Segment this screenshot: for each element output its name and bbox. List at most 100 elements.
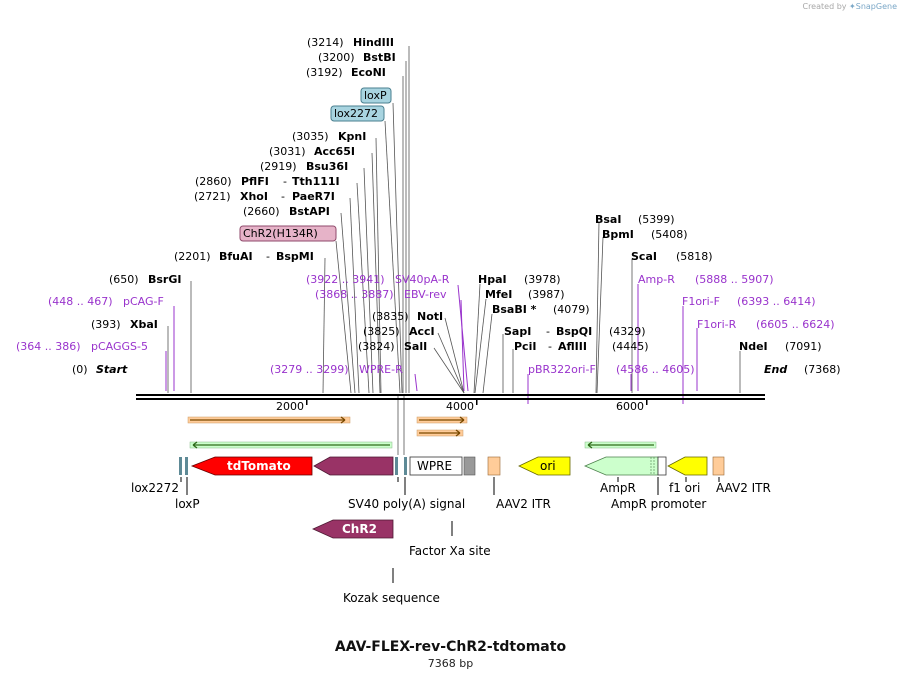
enzyme-site: BstBI: [363, 51, 396, 64]
primer-name: pCAGGS-5: [91, 340, 148, 353]
chr2-h134r-box: [239, 225, 337, 242]
enzyme-pos: (2860): [195, 175, 232, 188]
enzyme-site: NotI: [417, 310, 443, 323]
chr2-feature: [313, 456, 394, 476]
feature-label: SV40 poly(A) signal: [348, 497, 465, 511]
start-pos: (0): [72, 363, 88, 376]
enzyme-labels: (3214) HindIII (3200) BstBI (3192) EcoNI…: [72, 36, 841, 376]
f1-ori-feature: [667, 456, 708, 476]
enzyme-site: KpnI: [338, 130, 366, 143]
chr2-feature-lower: [312, 519, 394, 539]
boxed-label: ChR2(H134R): [243, 227, 318, 240]
enzyme-site: BsrGI: [148, 273, 181, 286]
credit-brand: SnapGene: [855, 2, 897, 11]
end-pos: (7368): [804, 363, 841, 376]
snapgene-credit[interactable]: Created by ✦SnapGene: [802, 2, 897, 11]
ampr-feature: [583, 456, 659, 476]
primer-name: pCAG-F: [123, 295, 164, 308]
tdtomato-label: tdTomato: [227, 459, 291, 473]
enzyme-pos: (2919): [260, 160, 297, 173]
enzyme-site: ScaI: [631, 250, 657, 263]
enzyme-site: SapI: [504, 325, 531, 338]
svg-text:-: -: [546, 325, 550, 338]
lox2272-box: [330, 105, 385, 122]
enzyme-pos: (3825): [363, 325, 400, 338]
enzyme-site: BfuAI: [219, 250, 253, 263]
primer-range: (6605 .. 6624): [756, 318, 835, 331]
enzyme-pos: (3200): [318, 51, 355, 64]
enzyme-site: BstAPI: [289, 205, 330, 218]
ori-feature: [518, 456, 571, 476]
aav2-itr-feature-1: [487, 456, 501, 476]
lox2272-feature-2: [395, 457, 398, 475]
primer-name: WPRE-R: [359, 363, 403, 376]
primer-range: (3279 .. 3299): [270, 363, 349, 376]
primer-range: (4586 .. 4605): [616, 363, 695, 376]
tick-label: 6000: [616, 400, 644, 413]
enzyme-site: PciI: [514, 340, 536, 353]
ori-label: ori: [540, 459, 556, 473]
enzyme-pos: (3835): [372, 310, 409, 323]
feature-label: Factor Xa site: [409, 544, 491, 558]
enzyme-site: Tth111I: [292, 175, 340, 188]
enzyme-pos: (2201): [174, 250, 211, 263]
feature-label: loxP: [175, 497, 200, 511]
map-length: 7368 bp: [427, 657, 474, 670]
enzyme-site: BsaI: [595, 213, 621, 226]
enzyme-pos: (5818): [676, 250, 713, 263]
feature-label: AmpR promoter: [611, 497, 706, 511]
enzyme-pos: (4079): [553, 303, 590, 316]
aav2-itr-feature-2: [712, 456, 725, 476]
enzyme-site: AccI: [409, 325, 435, 338]
enzyme-site: XbaI: [130, 318, 158, 331]
svg-text:-: -: [266, 250, 270, 263]
primer-labels: (448 .. 467) pCAG-F (364 .. 386) pCAGGS-…: [16, 273, 835, 376]
enzyme-pos: (4445): [612, 340, 649, 353]
feature-labels: lox2272 loxP SV40 poly(A) signal AAV2 IT…: [131, 481, 771, 605]
svg-text:-: -: [281, 190, 285, 203]
boxed-label: lox2272: [334, 107, 378, 120]
enzyme-site: Acc65I: [314, 145, 355, 158]
feature-ticks: [180, 477, 720, 583]
wpre-label: WPRE: [417, 459, 452, 473]
orf-arrows: [187, 416, 657, 449]
svg-text:-: -: [283, 175, 287, 188]
primer-name: F1ori-R: [697, 318, 737, 331]
enzyme-site: HindIII: [353, 36, 394, 49]
enzyme-site: XhoI: [240, 190, 268, 203]
enzyme-pos: (3987): [528, 288, 565, 301]
snapgene-logo-icon: ✦: [849, 2, 856, 11]
svg-text:-: -: [548, 340, 552, 353]
feature-label: f1 ori: [669, 481, 700, 495]
enzyme-site: SalI: [404, 340, 427, 353]
enzyme-pos: (3035): [292, 130, 329, 143]
end-label: End: [764, 363, 787, 376]
enzyme-pos: (4329): [609, 325, 646, 338]
feature-label: AmpR: [600, 481, 636, 495]
enzyme-pos: (3824): [358, 340, 395, 353]
enzyme-pos: (7091): [785, 340, 822, 353]
ampr-promoter-feature: [657, 456, 667, 476]
primer-name: SV40pA-R: [395, 273, 450, 286]
enzyme-pos: (2721): [194, 190, 231, 203]
boxed-label: loxP: [364, 89, 387, 102]
map-title: AAV-FLEX-rev-ChR2-tdtomato: [334, 639, 567, 655]
enzyme-site: EcoNI: [351, 66, 386, 79]
feature-label: lox2272: [131, 481, 179, 495]
primer-name: F1ori-F: [682, 295, 720, 308]
enzyme-pos: (3978): [524, 273, 561, 286]
feature-label: AAV2 ITR: [496, 497, 551, 511]
enzyme-site: PaeR7I: [292, 190, 335, 203]
primer-name: Amp-R: [638, 273, 675, 286]
primer-name: EBV-rev: [404, 288, 447, 301]
primer-name: pBR322ori-F: [528, 363, 596, 376]
primer-range: (3868 .. 3887): [315, 288, 394, 301]
backbone: [136, 394, 765, 400]
features: tdTomato WPRE ori ChR2: [179, 456, 725, 539]
enzyme-site: HpaI: [478, 273, 507, 286]
feature-label: Kozak sequence: [343, 591, 440, 605]
loxp-box: [360, 87, 392, 104]
primer-range: (448 .. 467): [48, 295, 113, 308]
start-label: Start: [96, 363, 128, 376]
